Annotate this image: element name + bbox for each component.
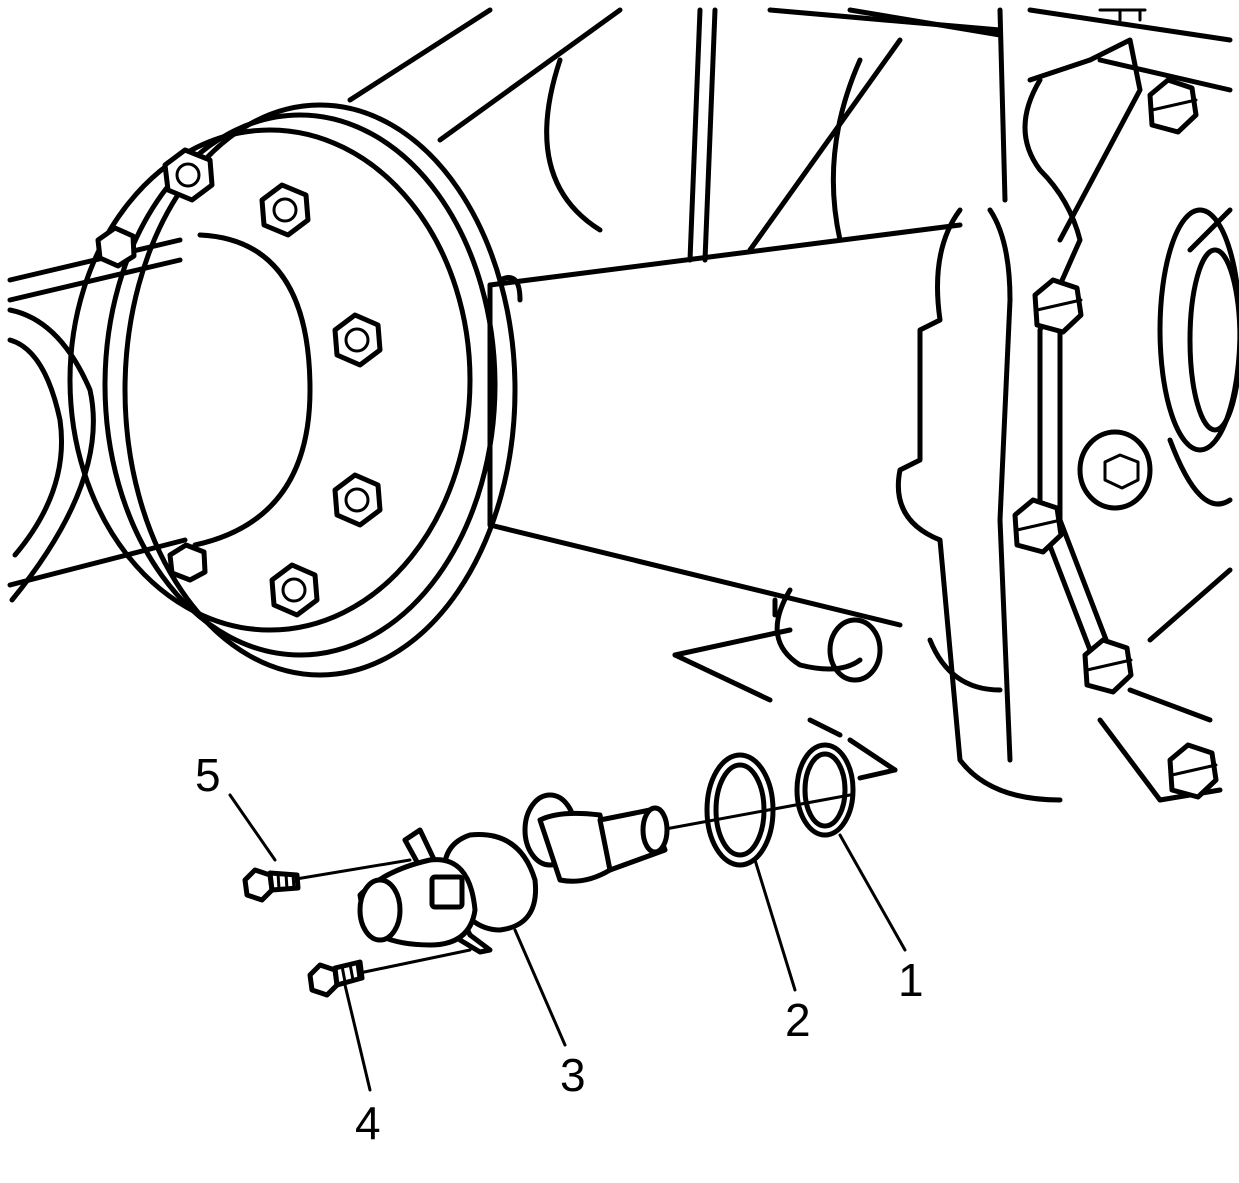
housing-arm (487, 222, 963, 628)
housing-bolt-4 (1082, 637, 1134, 695)
housing-bolts (1012, 77, 1219, 800)
flange-bolt-1 (162, 147, 215, 203)
hub-flange (67, 102, 518, 678)
housing-bolt-2 (1032, 277, 1084, 335)
flange-bolt-5 (269, 562, 320, 618)
flange-bolt-4 (332, 472, 383, 528)
housing-bolt-1 (1147, 77, 1199, 135)
sensor-bore (772, 587, 1003, 693)
leader-1 (838, 833, 907, 952)
callout-1: 1 (898, 954, 924, 1006)
housing-bolt-3 (1012, 497, 1064, 555)
callout-5: 5 (195, 749, 221, 801)
leader-4 (343, 983, 372, 1092)
o-ring-1 (794, 742, 856, 838)
leader-2 (753, 858, 797, 992)
part-axis-lines (288, 793, 852, 977)
leader-5 (228, 793, 277, 862)
speed-sensor-3 (357, 792, 670, 955)
installation-guide-plane (672, 627, 898, 781)
flange-bolt-3 (332, 312, 383, 368)
differential-housing (895, 37, 1239, 803)
callout-4: 4 (355, 1097, 381, 1149)
frame-lines (347, 7, 1233, 263)
callout-2: 2 (785, 994, 811, 1046)
flange-bolt-6 (95, 225, 137, 269)
callout-leaders (228, 793, 907, 1092)
bolt-4 (307, 959, 365, 998)
flange-bolt-7 (167, 542, 208, 583)
flange-bolt-2 (259, 182, 311, 238)
flange-bolts (95, 147, 383, 618)
housing-plug (1077, 429, 1153, 511)
housing-bolt-5 (1167, 742, 1219, 800)
bolt-5 (242, 867, 301, 903)
leader-3 (513, 928, 567, 1047)
callout-3: 3 (560, 1049, 586, 1101)
o-ring-2 (704, 752, 776, 868)
